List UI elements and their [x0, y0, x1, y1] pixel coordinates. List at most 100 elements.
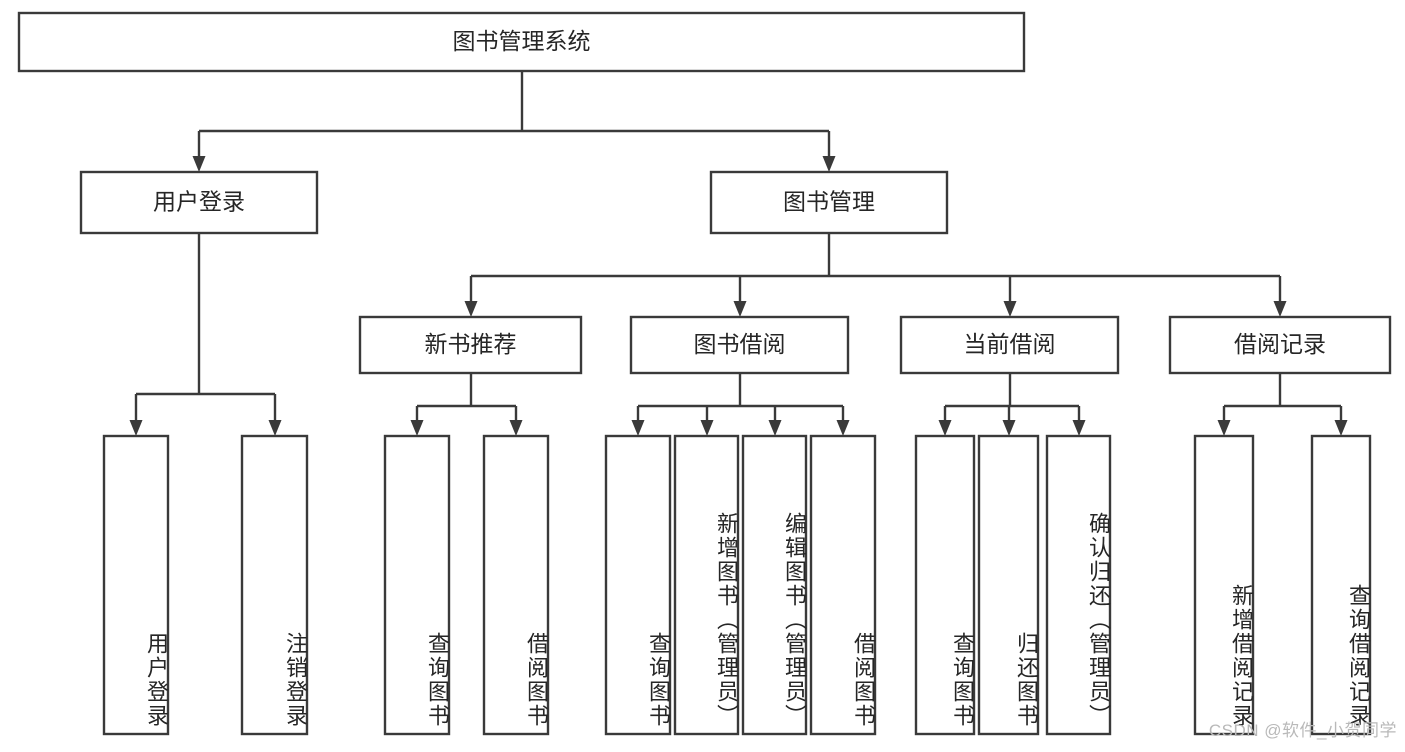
arrow-head-icon: [509, 420, 523, 436]
node-box-borrow-record: [1168, 315, 1392, 375]
connector-edge-userlogin-group: [129, 233, 282, 436]
node-label-root: 图书管理系统: [453, 28, 591, 54]
node-box-leaf-add-book: [673, 434, 740, 736]
node-label-book-borrow: 图书借阅: [694, 331, 786, 357]
node-box-leaf-borrow-book: [809, 434, 877, 736]
node-label-user-login: 用户登录: [153, 189, 245, 215]
node-box-leaf-confirm-return: [1045, 434, 1112, 736]
node-label-leaf-confirm-return: 确认归还（管理员）: [1086, 512, 1111, 728]
arrow-head-icon: [822, 156, 836, 172]
node-label-wrap-leaf-return-book: 归还图书: [1014, 632, 1039, 728]
node-leaf-query-borrow-record[interactable]: 查询借阅记录: [1310, 434, 1372, 736]
arrow-head-icon: [268, 420, 282, 436]
node-label-current-borrow: 当前借阅: [964, 331, 1056, 357]
node-label-leaf-user-login: 用户登录: [144, 632, 169, 728]
arrow-head-icon: [1217, 420, 1231, 436]
node-box-leaf-borrow-book-recommend: [482, 434, 550, 736]
node-box-leaf-user-login: [102, 434, 170, 736]
arrow-head-icon: [768, 420, 782, 436]
arrow-head-icon: [938, 420, 952, 436]
node-label-borrow-record: 借阅记录: [1234, 331, 1326, 357]
node-label-leaf-logout-login: 注销登录: [283, 632, 308, 728]
node-label-wrap-leaf-query-book-borrow: 查询图书: [646, 632, 671, 728]
node-box-leaf-add-borrow-record: [1193, 434, 1255, 736]
node-box-leaf-logout-login: [240, 434, 309, 736]
node-label-book-management: 图书管理: [783, 189, 875, 215]
node-box-leaf-query-book-recommend: [383, 434, 451, 736]
connector-edge-currentborrow-group: [938, 373, 1086, 436]
node-leaf-borrow-book-recommend[interactable]: 借阅图书: [482, 434, 550, 736]
arrow-head-icon: [129, 420, 143, 436]
node-label-wrap-leaf-query-borrow-record: 查询借阅记录: [1346, 584, 1371, 728]
node-label-leaf-query-book-recommend: 查询图书: [425, 632, 450, 728]
arrow-head-icon: [1273, 301, 1287, 317]
node-label-leaf-borrow-book-recommend: 借阅图书: [524, 632, 549, 728]
node-label-wrap-leaf-edit-book: 编辑图书（管理员）: [782, 512, 807, 728]
node-label-wrap-leaf-borrow-book: 借阅图书: [851, 632, 876, 728]
node-label-wrap-leaf-add-borrow-record: 新增借阅记录: [1229, 584, 1254, 728]
node-box-leaf-query-book-borrow: [604, 434, 672, 736]
arrow-head-icon: [700, 420, 714, 436]
node-leaf-add-borrow-record[interactable]: 新增借阅记录: [1193, 434, 1255, 736]
node-label-leaf-query-borrow-record: 查询借阅记录: [1346, 584, 1371, 728]
node-box-root: [17, 11, 1026, 73]
arrow-head-icon: [410, 420, 424, 436]
connector-edge-root-group: [192, 71, 836, 172]
connector-edge-borrowrecord-group: [1217, 373, 1348, 436]
node-label-wrap-leaf-user-login: 用户登录: [144, 632, 169, 728]
node-leaf-borrow-book[interactable]: 借阅图书: [809, 434, 877, 736]
node-leaf-edit-book[interactable]: 编辑图书（管理员）: [741, 434, 808, 736]
node-root[interactable]: 图书管理系统: [17, 11, 1026, 73]
node-box-leaf-edit-book: [741, 434, 808, 736]
node-leaf-query-book-recommend[interactable]: 查询图书: [383, 434, 451, 736]
node-box-leaf-query-borrow-record: [1310, 434, 1372, 736]
node-borrow-record[interactable]: 借阅记录: [1168, 315, 1392, 375]
node-leaf-add-book[interactable]: 新增图书（管理员）: [673, 434, 740, 736]
node-label-leaf-add-book: 新增图书（管理员）: [714, 512, 739, 728]
arrow-head-icon: [192, 156, 206, 172]
node-label-wrap-leaf-query-book-recommend: 查询图书: [425, 632, 450, 728]
node-box-user-login: [79, 170, 319, 235]
node-leaf-confirm-return[interactable]: 确认归还（管理员）: [1045, 434, 1112, 736]
node-leaf-query-book-current[interactable]: 查询图书: [914, 434, 976, 736]
node-current-borrow[interactable]: 当前借阅: [899, 315, 1120, 375]
node-label-wrap-leaf-borrow-book-recommend: 借阅图书: [524, 632, 549, 728]
connector-edge-bookmgmt-group: [464, 233, 1287, 317]
node-leaf-user-login[interactable]: 用户登录: [102, 434, 170, 736]
connector-edge-bookborrow-group: [631, 373, 850, 436]
nodes-layer: 图书管理系统用户登录图书管理新书推荐图书借阅当前借阅借阅记录用户登录注销登录查询…: [17, 11, 1392, 736]
node-box-book-management: [709, 170, 949, 235]
node-box-leaf-query-book-current: [914, 434, 976, 736]
arrow-head-icon: [733, 301, 747, 317]
node-label-leaf-query-book-current: 查询图书: [950, 632, 975, 728]
node-label-wrap-leaf-add-book: 新增图书（管理员）: [714, 512, 739, 728]
connectors-layer: [129, 71, 1348, 436]
arrow-head-icon: [631, 420, 645, 436]
node-box-leaf-return-book: [977, 434, 1040, 736]
node-box-current-borrow: [899, 315, 1120, 375]
node-leaf-return-book[interactable]: 归还图书: [977, 434, 1040, 736]
node-leaf-query-book-borrow[interactable]: 查询图书: [604, 434, 672, 736]
arrow-head-icon: [836, 420, 850, 436]
node-label-wrap-leaf-confirm-return: 确认归还（管理员）: [1086, 512, 1111, 728]
node-label-leaf-return-book: 归还图书: [1014, 632, 1039, 728]
node-box-book-borrow: [629, 315, 850, 375]
node-label-leaf-add-borrow-record: 新增借阅记录: [1229, 584, 1254, 728]
node-label-new-book-recommend: 新书推荐: [425, 331, 517, 357]
arrow-head-icon: [1334, 420, 1348, 436]
node-label-leaf-edit-book: 编辑图书（管理员）: [782, 512, 807, 728]
node-user-login[interactable]: 用户登录: [79, 170, 319, 235]
arrow-head-icon: [464, 301, 478, 317]
node-book-borrow[interactable]: 图书借阅: [629, 315, 850, 375]
node-label-wrap-leaf-query-book-current: 查询图书: [950, 632, 975, 728]
arrow-head-icon: [1002, 420, 1016, 436]
node-box-new-book-recommend: [358, 315, 583, 375]
node-label-wrap-leaf-logout-login: 注销登录: [283, 632, 308, 728]
node-book-management[interactable]: 图书管理: [709, 170, 949, 235]
node-label-leaf-borrow-book: 借阅图书: [851, 632, 876, 728]
node-leaf-logout-login[interactable]: 注销登录: [240, 434, 309, 736]
connector-edge-recommend-group: [410, 373, 523, 436]
node-new-book-recommend[interactable]: 新书推荐: [358, 315, 583, 375]
